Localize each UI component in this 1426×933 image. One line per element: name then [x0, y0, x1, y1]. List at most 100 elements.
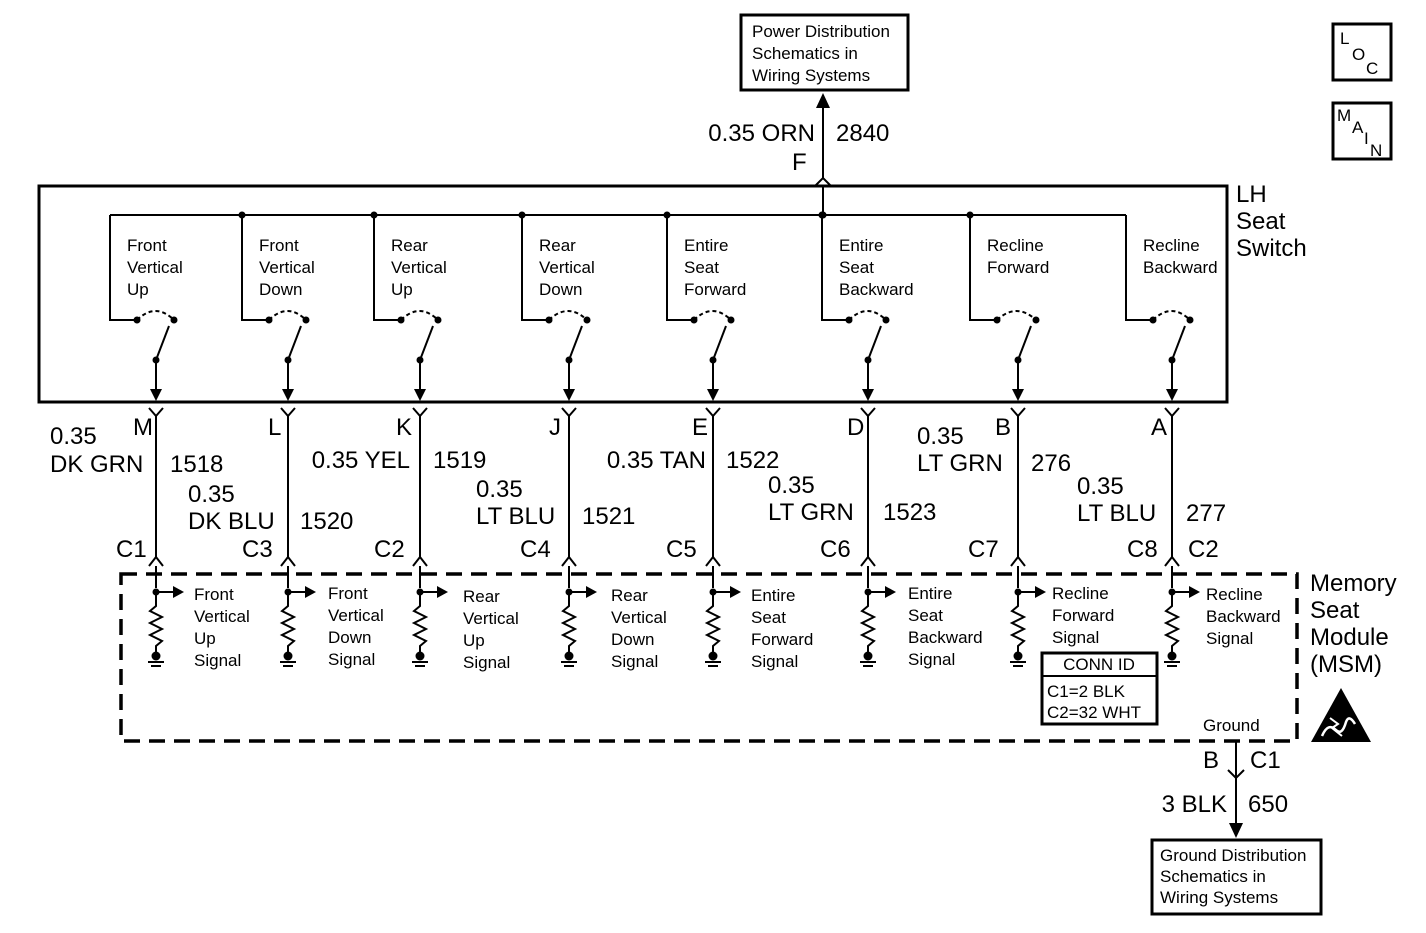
switch-rail — [241, 215, 269, 321]
switch-label: Forward — [684, 280, 746, 299]
switch-blade[interactable] — [419, 325, 434, 361]
connector-label: C2 — [374, 536, 405, 563]
power-pin-label: F — [792, 149, 807, 176]
switch-link-dashed — [996, 310, 1037, 321]
connector-terminal-icon — [705, 407, 721, 418]
module-title-line-2: Seat — [1310, 597, 1360, 624]
resistor-icon — [1163, 592, 1181, 652]
power-distribution-box[interactable] — [739, 13, 910, 92]
switch-link-dashed — [548, 310, 588, 321]
ground-distribution-box[interactable] — [1150, 838, 1323, 916]
connector-label: C4 — [520, 536, 551, 563]
resistor-icon — [411, 592, 429, 652]
loc-letter: C — [1366, 59, 1378, 78]
ground-icon — [1167, 651, 1177, 661]
conn-id-title: CONN ID — [1063, 655, 1135, 674]
switch-blade[interactable] — [1171, 325, 1186, 361]
switch-label: Entire — [684, 236, 728, 255]
circuit-number-label: 1523 — [883, 499, 936, 526]
signal-label: Entire — [751, 586, 795, 605]
loc-letter: L — [1340, 29, 1349, 48]
connector-terminal-icon — [1227, 769, 1245, 780]
wire-color-label: 0.35 YEL — [312, 447, 410, 474]
conn-id-line-1: C1=2 BLK — [1047, 682, 1126, 701]
ground-wire-label: 3 BLK — [1162, 791, 1227, 818]
main-letter: A — [1352, 118, 1364, 137]
arrow-right-icon — [586, 586, 597, 598]
switch-label: Down — [539, 280, 582, 299]
ground-box-line-1: Ground Distribution — [1160, 846, 1306, 865]
switch-rail — [821, 215, 849, 321]
connector-terminal-icon — [412, 555, 428, 567]
main-icon[interactable]: M A I N — [1331, 101, 1393, 161]
wire-color-label: 0.35 — [917, 423, 964, 450]
switch-rail — [666, 215, 694, 321]
signal-label: Vertical — [463, 609, 519, 628]
power-circuit-label: 2840 — [836, 120, 889, 147]
switch-link-dashed — [848, 310, 887, 321]
memory-seat-module-box — [119, 572, 1299, 743]
switch-blade[interactable] — [155, 325, 170, 361]
signal-label: Up — [463, 631, 485, 650]
ground-icon — [283, 651, 293, 661]
wire-color-label: 0.35 — [188, 481, 235, 508]
switch-blade[interactable] — [287, 325, 302, 361]
switch-link-dashed — [268, 310, 307, 321]
switch-label: Up — [127, 280, 149, 299]
circuit-number-label: 1522 — [726, 447, 779, 474]
ground-connector-label: C1 — [1250, 747, 1281, 774]
signal-label: Backward — [1206, 607, 1281, 626]
switch-blade[interactable] — [867, 325, 882, 361]
loc-icon[interactable]: L O C — [1331, 22, 1393, 82]
arrow-right-icon — [885, 586, 896, 598]
arrow-right-icon — [1035, 586, 1046, 598]
resistor-icon — [279, 592, 297, 652]
switch-label: Up — [391, 280, 413, 299]
wire-color-label: 0.35 — [768, 472, 815, 499]
esd-warning-icon — [1311, 688, 1371, 742]
switch-blade[interactable] — [1017, 325, 1032, 361]
signal-label: Vertical — [328, 606, 384, 625]
circuit-number-label: 277 — [1186, 500, 1226, 527]
signal-label: Signal — [463, 653, 510, 672]
power-distribution-link[interactable]: Power Distribution Schematics in Wiring … — [739, 13, 910, 92]
arrow-down-icon — [1166, 389, 1178, 401]
signal-label: Front — [328, 584, 368, 603]
connector-terminal-icon — [1164, 555, 1180, 567]
conn-id-box: CONN ID C1=2 BLK C2=32 WHT — [1040, 651, 1159, 726]
switch-label: Front — [127, 236, 167, 255]
ground-wire: Ground B C1 3 BLK 650 — [1162, 716, 1288, 838]
pin-label: K — [396, 414, 412, 441]
pin-label: D — [847, 414, 864, 441]
wire-color-label: LT BLU — [1077, 500, 1156, 527]
connector-terminal-icon — [412, 407, 428, 418]
power-box-line-1: Power Distribution — [752, 22, 890, 41]
wire-color-label: DK GRN — [50, 451, 143, 478]
switch-rail — [109, 215, 137, 321]
switch-title-line-3: Switch — [1236, 235, 1307, 262]
switch-blade[interactable] — [568, 325, 583, 361]
switch-rail — [969, 215, 997, 321]
switch-link-dashed — [693, 310, 732, 321]
switch-label: Vertical — [539, 258, 595, 277]
signal-label: Rear — [611, 586, 648, 605]
switch-label: Entire — [839, 236, 883, 255]
ground-distribution-link[interactable]: Ground Distribution Schematics in Wiring… — [1150, 838, 1323, 916]
circuit-number-label: 1520 — [300, 508, 353, 535]
power-box-line-3: Wiring Systems — [752, 66, 870, 85]
signal-label: Seat — [908, 606, 943, 625]
switch-blade[interactable] — [712, 325, 727, 361]
module-title-line-1: Memory — [1310, 570, 1397, 597]
connector-terminal-icon — [1010, 555, 1026, 567]
main-letter: N — [1370, 141, 1382, 160]
switch-label: Recline — [1143, 236, 1200, 255]
switch-label: Seat — [839, 258, 874, 277]
signal-label: Signal — [1052, 628, 1099, 647]
